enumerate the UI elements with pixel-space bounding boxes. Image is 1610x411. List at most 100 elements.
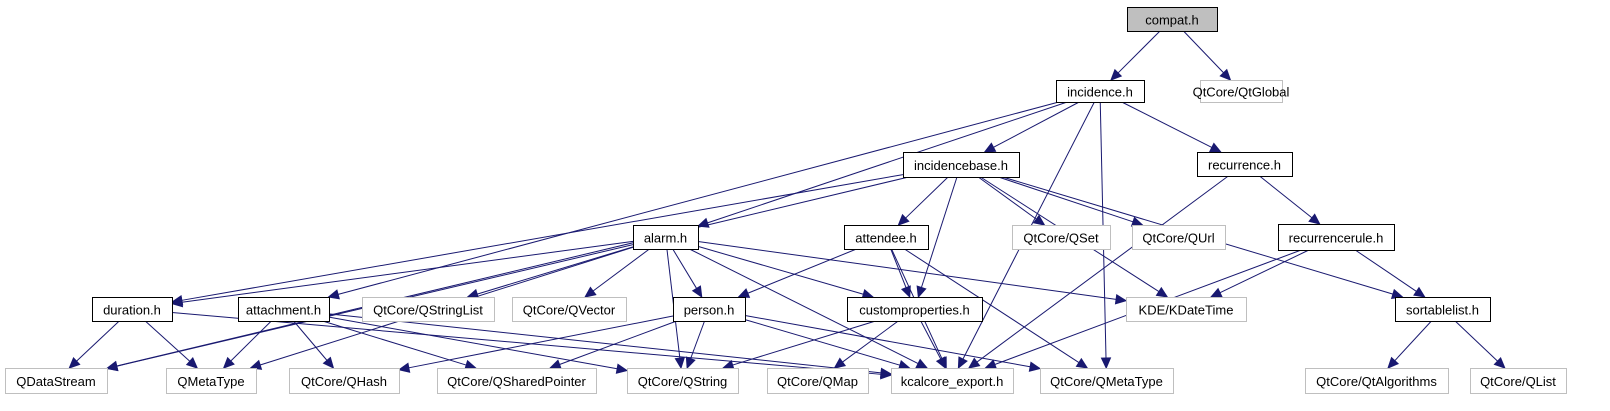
arrowhead-icon [915,358,929,369]
arrowhead-icon [916,285,927,299]
edge-line [76,320,120,362]
edge-customproperties-to-kcalcore_export [920,320,947,370]
node-qmetatype: QMetaType [166,368,257,394]
node-box [1040,368,1174,394]
node-label: recurrencerule.h [1289,231,1384,246]
node-recurrencerule[interactable]: recurrencerule.h [1278,224,1395,251]
node-attachment[interactable]: attachment.h [238,297,330,322]
node-qset: QtCore/QSet [1012,225,1111,250]
edge-line [707,101,1068,224]
node-box [673,297,746,322]
edge-line [697,245,864,295]
edge-line [1454,320,1498,362]
node-attendee[interactable]: attendee.h [844,225,929,250]
arrowhead-icon [984,359,998,370]
arrowhead-icon [957,356,968,370]
node-qurl: QtCore/QUrl [1132,225,1226,250]
edge-line [976,175,1229,363]
edge-attendee-to-qtqmetatype [904,248,1089,369]
node-label: incidencebase.h [914,158,1008,173]
node-box [92,297,173,322]
node-label: customproperties.h [859,303,970,318]
node-qtglobal: QtCore/QtGlobal [1193,80,1290,103]
arrowhead-icon [249,359,263,370]
edge-sortablelist-to-qtalgorithms [1387,320,1432,369]
edge-line [293,320,328,361]
node-box [1127,7,1218,32]
edge-line [328,313,882,374]
edge-line [328,316,618,370]
edge-line [1121,101,1213,148]
node-box [512,297,627,322]
edge-incidencebase-to-duration [170,174,904,306]
node-box [627,368,739,394]
arrowhead-icon [105,360,119,372]
node-label: QMetaType [177,374,244,389]
arrowhead-icon [737,288,751,298]
arrowhead-icon [1028,361,1042,372]
node-box [1200,80,1283,103]
nodes-layer: compat.h incidence.h QtCore/QtGlobal incide… [5,7,1567,394]
node-label: person.h [684,303,735,318]
node-label: QtCore/QVector [523,303,616,318]
node-box [847,297,983,322]
node-person[interactable]: person.h [673,297,746,322]
arrowhead-icon [1075,357,1089,369]
arrowhead-icon [897,213,910,226]
node-box [5,368,108,394]
node-label: QtCore/QSharedPointer [447,374,586,389]
node-incidencebase[interactable]: incidencebase.h [903,152,1020,178]
edges-layer [68,30,1506,380]
edge-line [697,241,1117,300]
node-customproperties[interactable]: customproperties.h [847,297,983,322]
node-kdatetime: KDE/KDateTime [1126,297,1247,322]
edge-line [890,248,907,288]
node-box [1305,368,1449,394]
arrowhead-icon [1219,68,1232,81]
node-label: QtCore/QHash [301,374,387,389]
node-qsharedpointer: QtCore/QSharedPointer [437,368,597,394]
edge-line [689,248,919,364]
node-compat[interactable]: compat.h [1127,7,1218,32]
edge-line [477,246,634,295]
edge-person-to-kcalcore_export [744,319,911,371]
edge-recurrence-to-kcalcore_export [967,175,1229,369]
arrowhead-icon [1493,356,1506,369]
arrowhead-icon [685,356,696,370]
arrowhead-icon [1032,214,1046,226]
arrowhead-icon [1100,357,1112,370]
node-box [1012,225,1111,250]
node-label: alarm.h [644,231,687,246]
node-sortablelist[interactable]: sortablelist.h [1395,297,1491,322]
node-alarm[interactable]: alarm.h [633,225,699,250]
node-label: sortablelist.h [1406,303,1479,318]
edge-line [1183,30,1224,74]
node-label: QtCore/QList [1480,374,1556,389]
edge-line [559,320,677,365]
edge-compat-to-incidence [1110,30,1161,81]
node-box [238,297,330,322]
node-label: QtCore/QtAlgorithms [1316,374,1437,389]
node-duration[interactable]: duration.h [92,297,173,322]
edge-line [116,176,909,367]
edge-recurrencerule-to-kdatetime [1209,249,1310,298]
edge-line [905,176,949,219]
node-recurrence[interactable]: recurrence.h [1197,152,1293,177]
edge-recurrencerule-to-sortablelist [1354,249,1426,298]
node-qstringlist: QtCore/QStringList [362,297,495,322]
edge-line [1117,30,1161,74]
edge-incidence-to-recurrence [1121,101,1222,153]
node-kcalcore_export: kcalcore_export.h [891,368,1014,394]
node-label: compat.h [1145,13,1198,28]
arrowhead-icon [584,286,597,298]
arrowhead-icon [900,285,911,299]
edge-incidence-to-incidencebase [983,101,1080,153]
edge-alarm-to-qvector [584,248,650,298]
node-incidence[interactable]: incidence.h [1056,80,1145,103]
node-box [289,368,400,394]
arrowhead-icon [185,357,199,369]
node-box [903,152,1020,178]
arrowhead-icon [1155,286,1169,298]
edge-line [920,320,942,360]
node-box [1197,152,1293,177]
